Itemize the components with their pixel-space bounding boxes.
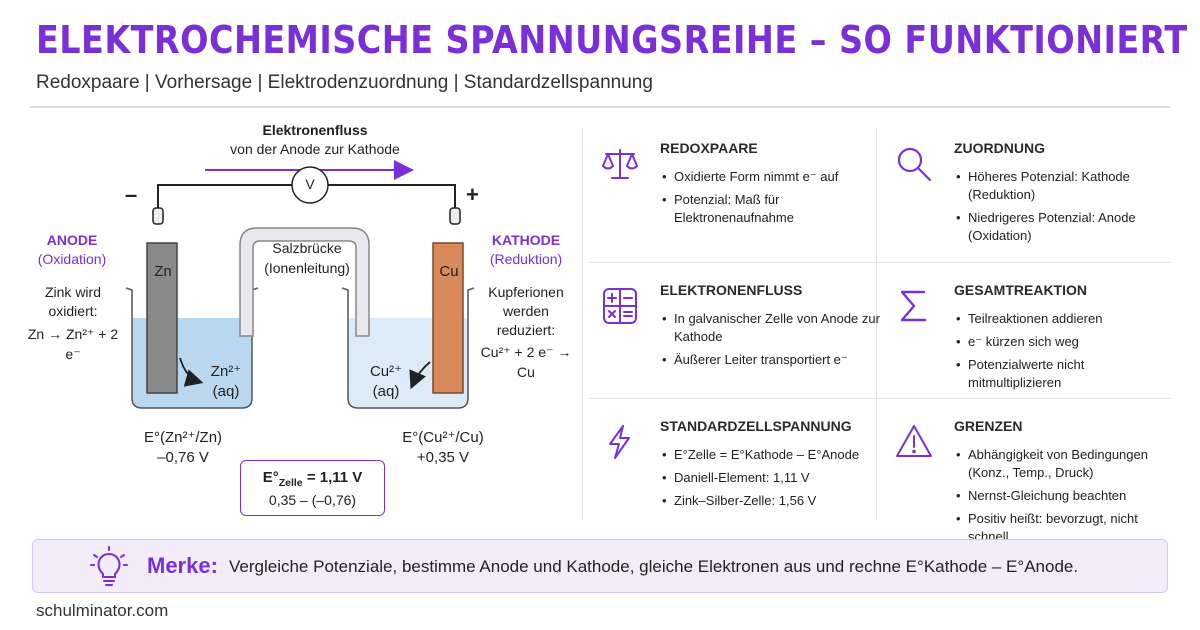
- copper-potential: E°(Cu²⁺/Cu) +0,35 V: [378, 428, 508, 468]
- zinc-potential-label: E°(Zn²⁺/Zn): [143, 429, 223, 446]
- cathode-description: Kupferionen werden reduziert:: [488, 284, 564, 338]
- cell-voltage-value: = 1,11 V: [302, 469, 363, 486]
- card-item: Niedrigeres Potenzial: Anode (Oxidation): [956, 209, 1176, 245]
- cell-voltage-subscript: Zelle: [278, 477, 303, 489]
- cathode-beaker: [341, 287, 475, 409]
- footer-link[interactable]: schulminator.com: [36, 601, 169, 620]
- warning-icon: [896, 425, 932, 457]
- electron-flow-title: Elektronenfluss: [262, 122, 368, 138]
- anode-equation: Zn → Zn²⁺ + 2 e⁻: [27, 326, 119, 362]
- copper-ion-label: Cu²⁺ (aq): [369, 363, 403, 400]
- anode-clamp: [152, 207, 164, 225]
- zinc-potential: E°(Zn²⁺/Zn) –0,76 V: [118, 428, 248, 468]
- card-item: In galvanischer Zelle von Anode zur Kath…: [662, 310, 882, 346]
- card-item: Nernst-Gleichung beachten: [956, 487, 1176, 505]
- card-item: Höheres Potenzial: Kathode (Reduktion): [956, 168, 1176, 204]
- cathode-title: KATHODE: [491, 232, 561, 248]
- minus-sign: –: [125, 182, 138, 207]
- merke-text: Vergleiche Potenziale, bestimme Anode un…: [229, 557, 1079, 576]
- card-title: STANDARDZELLSPANNUNG: [660, 418, 852, 434]
- cathode-clamp: [449, 207, 461, 225]
- copper-potential-value: +0,35 V: [416, 449, 470, 466]
- galvanic-cell-diagram: Elektronenfluss von der Anode zur Kathod…: [0, 110, 580, 530]
- card-list: Höheres Potenzial: Kathode (Reduktion) N…: [956, 168, 1176, 250]
- card-item: Daniell-Element: 1,11 V: [662, 469, 882, 487]
- card-title: ZUORDNUNG: [954, 140, 1045, 156]
- card-title: REDOXPAARE: [660, 140, 758, 156]
- card-row-divider-1: [590, 262, 1170, 263]
- salt-bridge-label: Salzbrücke (Ionenleitung): [264, 240, 350, 276]
- zinc-electrode: [146, 242, 178, 394]
- cell-voltage-result: E°Zelle = 1,11 V: [241, 469, 384, 489]
- copper-electrode: [432, 242, 464, 394]
- cell-voltage-box: E°Zelle = 1,11 V 0,35 – (–0,76): [240, 460, 385, 516]
- header-divider: [30, 106, 1170, 108]
- card-item: Potenzial: Maß für Elektronenaufnahme: [662, 191, 882, 227]
- anode-beaker: [125, 287, 259, 409]
- merke-label: Merke:: [147, 553, 218, 578]
- copper-potential-label: E°(Cu²⁺/Cu): [402, 429, 484, 446]
- card-title: ELEKTRONENFLUSS: [660, 282, 803, 298]
- lightning-icon: [609, 425, 630, 459]
- balance-scale-icon: [602, 149, 638, 179]
- voltmeter: [291, 166, 329, 204]
- anode-subtitle: (Oxidation): [37, 251, 107, 267]
- cell-voltage-calculation: 0,35 – (–0,76): [268, 492, 357, 508]
- column-divider: [582, 128, 583, 520]
- copper-electrode-label: Cu: [439, 263, 459, 280]
- card-list: Oxidierte Form nimmt e⁻ auf Potenzial: M…: [662, 168, 882, 232]
- cell-voltage-symbol: E°: [262, 469, 279, 486]
- zinc-potential-value: –0,76 V: [157, 449, 209, 466]
- card-item: Teilreaktionen addieren: [956, 310, 1176, 328]
- external-wire: [157, 184, 456, 210]
- card-row-divider-2: [590, 398, 1170, 399]
- magnifier-icon: [897, 147, 932, 182]
- zinc-ion-label: Zn²⁺ (aq): [210, 363, 242, 400]
- galvanic-cell-drawing: [125, 160, 475, 409]
- card-item: Zink–Silber-Zelle: 1,56 V: [662, 492, 882, 510]
- card-item: Potenzialwerte nicht mitmultiplizieren: [956, 356, 1176, 392]
- card-list: In galvanischer Zelle von Anode zur Kath…: [662, 310, 882, 374]
- zinc-ion-arrow: [179, 357, 204, 387]
- anode-title: ANODE: [46, 232, 98, 248]
- card-list: E°Zelle = E°Kathode – E°Anode Daniell-El…: [662, 446, 882, 515]
- electron-flow-subtitle: von der Anode zur Kathode: [230, 141, 400, 157]
- cathode-subtitle: (Reduktion): [489, 251, 563, 267]
- calculator-icon: [603, 288, 637, 324]
- card-item: E°Zelle = E°Kathode – E°Anode: [662, 446, 882, 464]
- sigma-icon: [900, 290, 927, 322]
- card-list: Abhängigkeit von Bedingungen (Konz., Tem…: [956, 446, 1176, 551]
- card-item: Oxidierte Form nimmt e⁻ auf: [662, 168, 882, 186]
- page-subtitle: Redoxpaare | Vorhersage | Elektrodenzuor…: [36, 72, 653, 93]
- voltmeter-label: V: [305, 176, 315, 192]
- card-item: Abhängigkeit von Bedingungen (Konz., Tem…: [956, 446, 1176, 482]
- card-item: e⁻ kürzen sich weg: [956, 333, 1176, 351]
- card-title: GESAMTREAKTION: [954, 282, 1087, 298]
- page-title: ELEKTROCHEMISCHE SPANNUNGSREIHE – SO FUN…: [36, 18, 1200, 62]
- card-list: Teilreaktionen addieren e⁻ kürzen sich w…: [956, 310, 1176, 397]
- plus-sign: +: [466, 182, 479, 207]
- zinc-electrode-label: Zn: [154, 263, 172, 280]
- lightbulb-icon: [90, 546, 128, 586]
- card-item: Äußerer Leiter transportiert e⁻: [662, 351, 882, 369]
- salt-bridge: [239, 227, 370, 337]
- cathode-equation: Cu²⁺ + 2 e⁻ → Cu: [480, 344, 572, 380]
- merke-box: Merke: Vergleiche Potenziale, bestimme A…: [32, 539, 1168, 593]
- anode-description: Zink wird oxidiert:: [44, 284, 101, 319]
- card-title: GRENZEN: [954, 418, 1023, 434]
- copper-ion-arrow: [409, 361, 431, 390]
